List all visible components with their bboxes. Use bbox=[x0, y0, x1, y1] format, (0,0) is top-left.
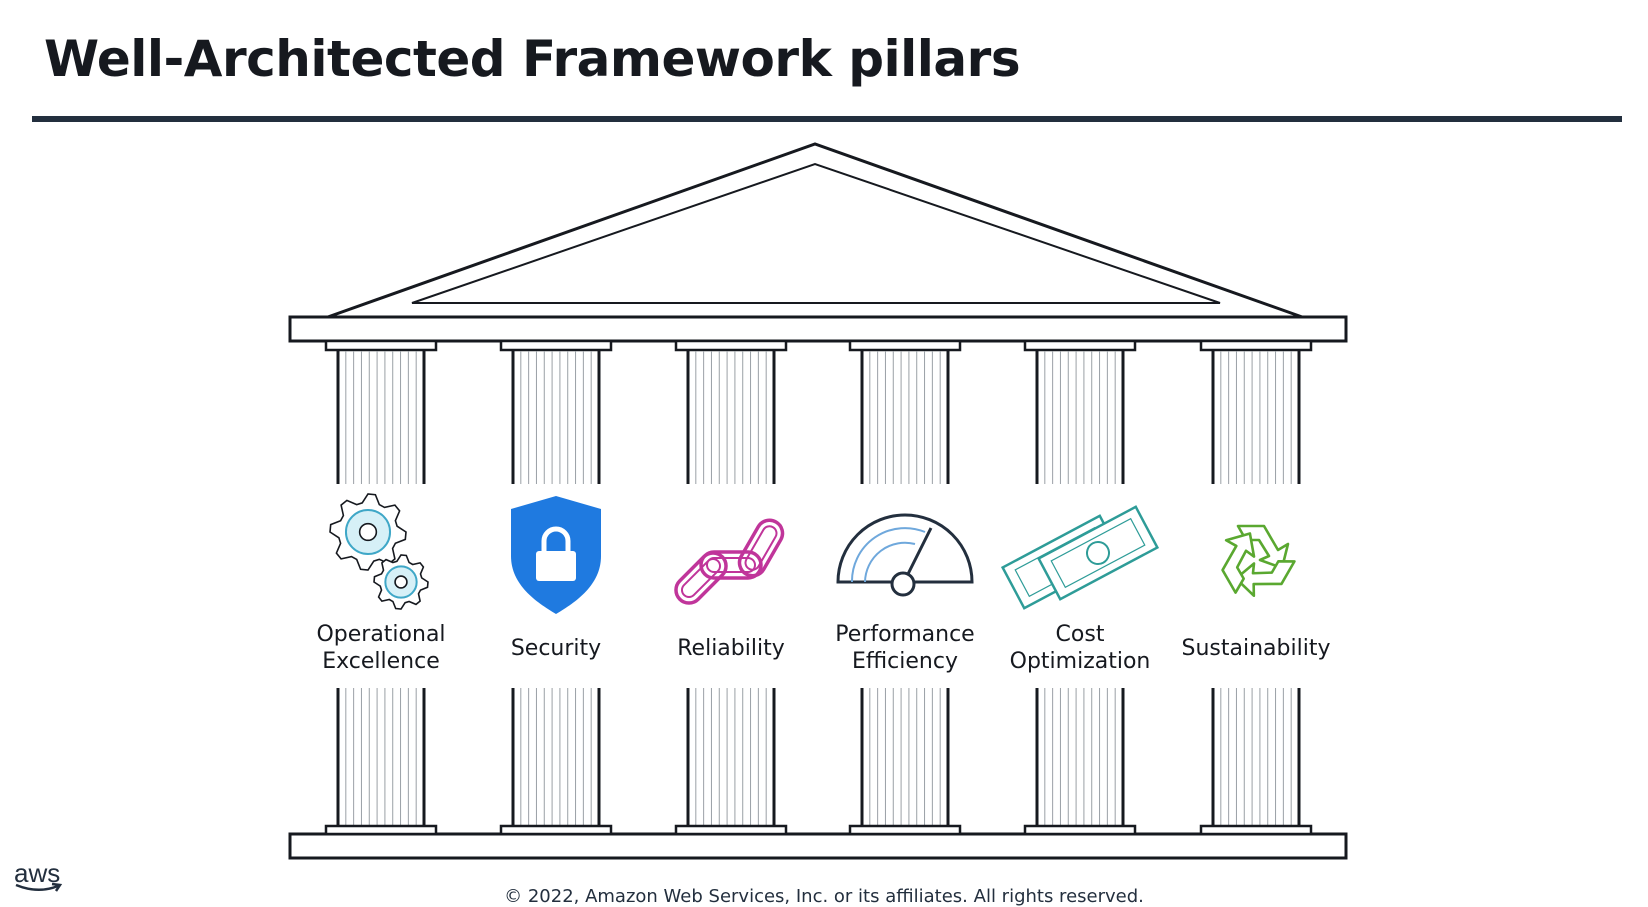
copyright-footer: © 2022, Amazon Web Services, Inc. or its… bbox=[504, 886, 1144, 907]
aws-smile-icon bbox=[15, 882, 63, 892]
shield-lock-icon bbox=[511, 496, 601, 614]
pillar-label: Cost Optimization bbox=[1009, 622, 1151, 674]
pillar-label: Performance Efficiency bbox=[835, 622, 975, 674]
gauge-icon bbox=[836, 513, 974, 597]
pillar-column bbox=[1199, 339, 1313, 836]
aws-logo: aws bbox=[14, 858, 63, 892]
pillar-column bbox=[499, 339, 613, 836]
pillar-label: Reliability bbox=[677, 636, 785, 661]
pillar-label: Operational Excellence bbox=[316, 622, 446, 674]
pillar-column bbox=[848, 339, 962, 836]
title-divider bbox=[32, 116, 1622, 122]
chain-link-icon bbox=[674, 518, 785, 605]
pillar-column bbox=[1023, 339, 1137, 836]
pillar-label: Sustainability bbox=[1181, 636, 1331, 661]
temple-roof bbox=[324, 142, 1306, 320]
pillar-column bbox=[674, 339, 788, 836]
slide-title: Well-Architected Framework pillars bbox=[44, 30, 1021, 88]
pillar-column bbox=[324, 339, 438, 836]
pillar-label: Security bbox=[510, 636, 602, 661]
money-bills-icon bbox=[1000, 505, 1160, 610]
temple-base bbox=[288, 832, 1348, 860]
temple-entablature bbox=[288, 315, 1348, 343]
gears-icon bbox=[329, 493, 429, 610]
recycle-icon bbox=[1221, 524, 1296, 598]
